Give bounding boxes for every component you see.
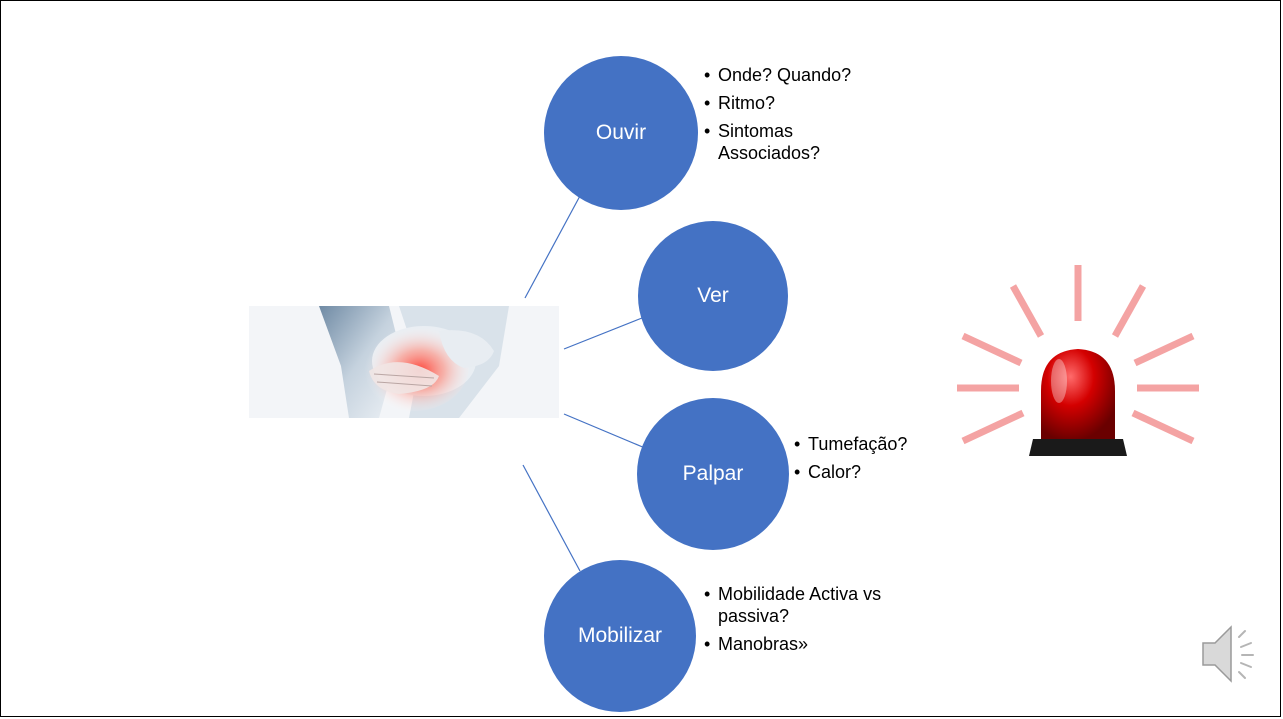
palpar-bullet-list: Tumefação? Calor? bbox=[794, 433, 944, 489]
bullet-item: Calor? bbox=[794, 461, 944, 483]
node-palpar-label: Palpar bbox=[682, 462, 744, 485]
connector-ouvir bbox=[524, 193, 582, 299]
node-ver: Ver bbox=[638, 221, 788, 371]
connector-ver bbox=[563, 317, 643, 350]
bullet-item: Manobras» bbox=[704, 633, 934, 655]
node-mobilizar: Mobilizar bbox=[544, 560, 696, 712]
node-mobilizar-label: Mobilizar bbox=[577, 624, 663, 647]
connector-palpar bbox=[563, 413, 646, 449]
node-palpar: Palpar bbox=[637, 398, 789, 550]
node-ouvir: Ouvir bbox=[544, 56, 698, 210]
bullet-item: Mobilidade Activa vs passiva? bbox=[704, 583, 928, 627]
knee-pain-photo bbox=[249, 306, 559, 418]
bullet-item: Tumefação? bbox=[794, 433, 944, 455]
alarm-siren-icon bbox=[941, 251, 1229, 476]
bullet-item: Sintomas Associados? bbox=[704, 120, 848, 164]
mobilizar-bullet-list: Mobilidade Activa vs passiva? Manobras» bbox=[704, 583, 934, 661]
bullet-item: Ritmo? bbox=[704, 92, 904, 114]
bullet-item: Onde? Quando? bbox=[704, 64, 904, 86]
node-ouvir-label: Ouvir bbox=[595, 121, 647, 144]
ouvir-bullet-list: Onde? Quando? Ritmo? Sintomas Associados… bbox=[704, 64, 904, 170]
connector-mobilizar bbox=[522, 464, 581, 572]
node-ver-label: Ver bbox=[697, 284, 729, 307]
speaker-icon[interactable] bbox=[1197, 617, 1267, 691]
